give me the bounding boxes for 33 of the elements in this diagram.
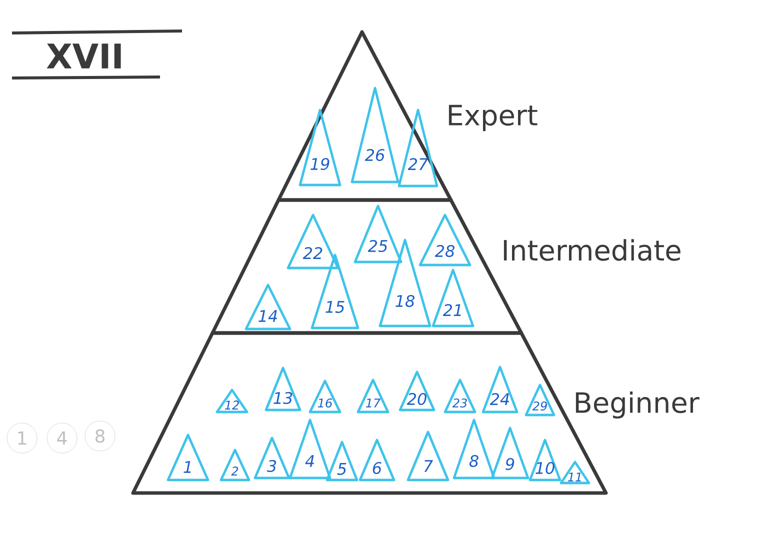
numbered-triangle: 21 — [432, 268, 474, 328]
numbered-triangle: 7 — [406, 430, 450, 482]
numbered-triangle: 19 — [298, 108, 342, 186]
title: XVII — [46, 44, 121, 68]
numbered-triangle: 14 — [244, 284, 292, 330]
node-label: Intermediate — [504, 239, 680, 261]
node-label: Expert — [448, 104, 538, 132]
numbered-triangle: 6 — [358, 438, 396, 482]
numbered-triangle: 8 — [452, 418, 496, 480]
numbered-triangle: 10 — [528, 438, 562, 482]
numbered-triangle: 11 — [560, 460, 590, 484]
numbered-triangle: 24 — [482, 366, 518, 414]
numbered-triangle: 29 — [524, 384, 556, 416]
numbered-triangle: 27 — [398, 108, 438, 188]
numbered-triangle: 17 — [356, 378, 390, 414]
numbered-triangle: 28 — [418, 214, 472, 266]
numbered-triangle: 9 — [490, 426, 530, 480]
circled-number: 1 — [6, 422, 38, 454]
numbered-triangle: 1 — [166, 434, 210, 482]
numbered-triangle: 4 — [288, 418, 332, 480]
numbered-triangle: 25 — [354, 204, 402, 264]
numbered-triangle: 20 — [398, 370, 436, 412]
numbered-triangle: 2 — [220, 448, 250, 482]
numbered-triangle: 3 — [254, 436, 290, 480]
numbered-triangle: 23 — [444, 378, 476, 414]
numbered-triangle: 22 — [286, 214, 340, 270]
circled-number: 8 — [84, 420, 116, 452]
numbered-triangle: 5 — [326, 440, 358, 482]
numbered-triangle: 26 — [350, 86, 400, 184]
numbered-triangle: 16 — [308, 380, 342, 414]
circled-number: 4 — [46, 422, 78, 454]
numbered-triangle: 13 — [264, 366, 302, 412]
numbered-triangle: 12 — [216, 388, 248, 414]
